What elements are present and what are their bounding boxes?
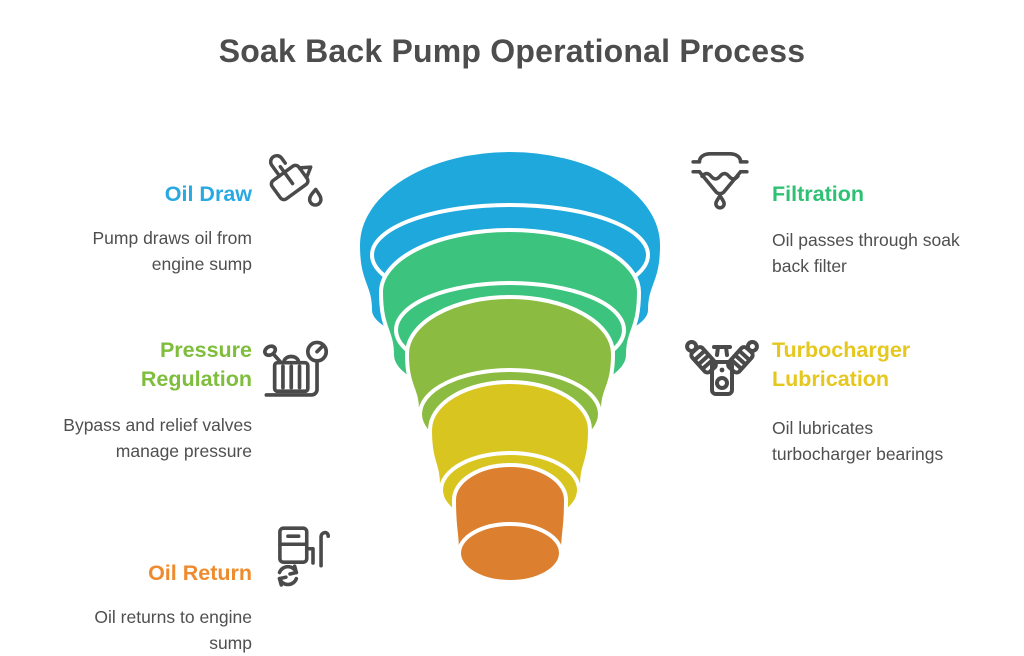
- stage-title: Oil Draw: [164, 182, 252, 206]
- fuel-pump-recycle-icon: [262, 517, 330, 593]
- stage-title: Oil Return: [148, 561, 252, 585]
- stage-description: Oil passes through soak back filter: [772, 230, 960, 276]
- engine-icon: [684, 330, 760, 406]
- oil-can-icon: [261, 143, 327, 215]
- stage-description: Bypass and relief valves manage pressure: [63, 415, 252, 461]
- stage-description: Oil returns to engine sump: [94, 607, 252, 653]
- stage-title: Turbocharger Lubrication: [772, 338, 911, 391]
- stage-description: Oil lubricates turbocharger bearings: [772, 418, 944, 464]
- pressure-gauge-icon: [257, 336, 331, 406]
- filter-funnel-icon: [686, 142, 754, 214]
- stage-title: Pressure Regulation: [140, 338, 252, 391]
- stage-title: Filtration: [772, 182, 864, 206]
- funnel-layer-cap-5: [457, 522, 563, 584]
- stage-description: Pump draws oil from engine sump: [92, 228, 253, 274]
- page-title: Soak Back Pump Operational Process: [218, 33, 806, 70]
